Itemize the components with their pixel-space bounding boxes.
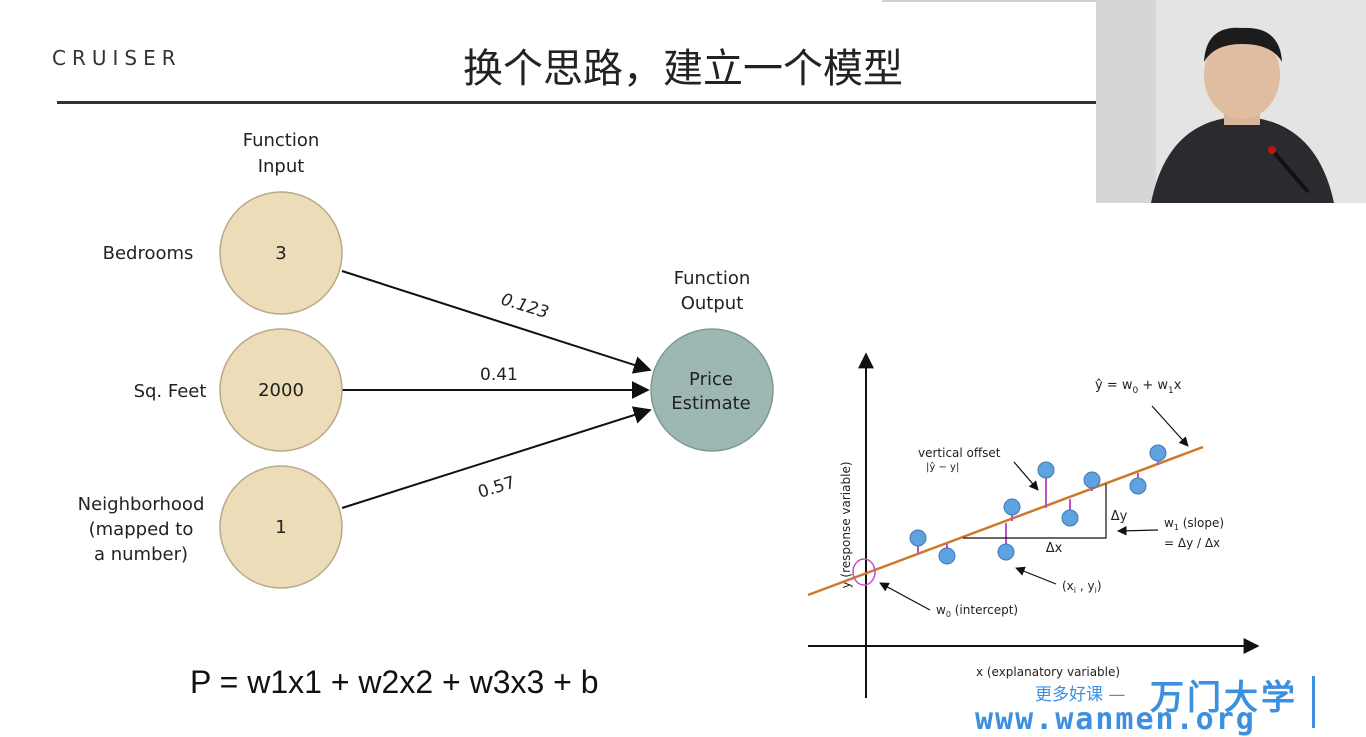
point-label: (xi , yi) xyxy=(1062,579,1102,595)
output-label-line1: Price xyxy=(689,369,733,390)
input-label-sqfeet: Sq. Feet xyxy=(134,381,207,402)
data-point xyxy=(1061,509,1079,527)
input-heading-line1: Function xyxy=(243,130,320,151)
output-heading-line1: Function xyxy=(674,268,751,289)
edge-bedrooms xyxy=(341,270,652,374)
regression-line xyxy=(807,445,1204,597)
weight-sqfeet: 0.41 xyxy=(480,365,518,385)
weight-neighborhood: 0.57 xyxy=(476,473,518,503)
point-arrow xyxy=(1015,566,1057,585)
input-label-neighborhood-line2: (mapped to xyxy=(89,519,194,540)
output-node-price xyxy=(650,328,774,452)
intercept-marker xyxy=(852,558,876,586)
data-point xyxy=(1003,498,1021,516)
regression-diagram: y (response variable) x (explanatory var… xyxy=(807,352,1260,698)
equation-arrow xyxy=(1151,405,1189,447)
input-node-neighborhood xyxy=(219,465,343,589)
vertical-offset-label: vertical offset xyxy=(918,446,1001,460)
input-label-neighborhood-line3: a number) xyxy=(94,544,188,565)
linear-formula: P = w1x1 + w2x2 + w3x3 + b xyxy=(190,664,599,700)
output-heading-line2: Output xyxy=(681,293,744,314)
delta-y-label: Δy xyxy=(1111,509,1128,524)
slope-triangle xyxy=(963,484,1107,539)
presenter-video[interactable] xyxy=(1096,0,1366,203)
logo: CRUISER xyxy=(52,46,182,70)
input-heading-line2: Input xyxy=(258,156,305,177)
offset-expression: |ŷ − y| xyxy=(926,461,959,473)
data-point xyxy=(1083,471,1101,489)
output-label-line2: Estimate xyxy=(671,393,751,414)
data-point xyxy=(997,543,1015,561)
top-progress-strip xyxy=(882,0,1172,2)
watermark-tagline: 更多好课 — xyxy=(1035,685,1126,705)
input-label-neighborhood-line1: Neighborhood xyxy=(78,494,205,515)
data-point xyxy=(1129,477,1147,495)
edge-neighborhood xyxy=(341,406,652,509)
slope-formula: = Δy / Δx xyxy=(1164,536,1220,550)
input-value-neighborhood: 1 xyxy=(275,517,286,538)
x-axis-label: x (explanatory variable) xyxy=(976,665,1120,679)
input-value-bedrooms: 3 xyxy=(275,243,286,264)
data-point xyxy=(909,529,927,547)
data-point xyxy=(1037,461,1055,479)
regression-equation: ŷ = w0 + w1x xyxy=(1095,378,1182,396)
function-diagram: Function Input Function Output 0.123 0.4… xyxy=(78,130,774,589)
watermark-brand: 万门大学 xyxy=(1150,678,1298,718)
data-point xyxy=(1149,444,1167,462)
delta-x-label: Δx xyxy=(1046,541,1063,556)
title-divider xyxy=(57,101,1097,104)
slide-title: 换个思路，建立一个模型 xyxy=(463,46,903,92)
data-point xyxy=(938,547,956,565)
input-label-bedrooms: Bedrooms xyxy=(103,243,194,264)
intercept-label: w0 (intercept) xyxy=(936,603,1018,619)
input-node-bedrooms xyxy=(219,191,343,315)
slope-arrow xyxy=(1117,525,1159,536)
slope-label: w1 (slope) xyxy=(1164,516,1224,532)
watermark-bar xyxy=(1312,676,1315,728)
watermark-url: www.wanmen.org xyxy=(975,702,1256,737)
offset-arrow xyxy=(1013,461,1039,491)
input-node-sqfeet xyxy=(219,328,343,452)
input-value-sqfeet: 2000 xyxy=(258,380,304,401)
y-axis-label: y (response variable) xyxy=(839,461,853,588)
weight-bedrooms: 0.123 xyxy=(499,290,551,323)
intercept-arrow xyxy=(879,582,931,611)
